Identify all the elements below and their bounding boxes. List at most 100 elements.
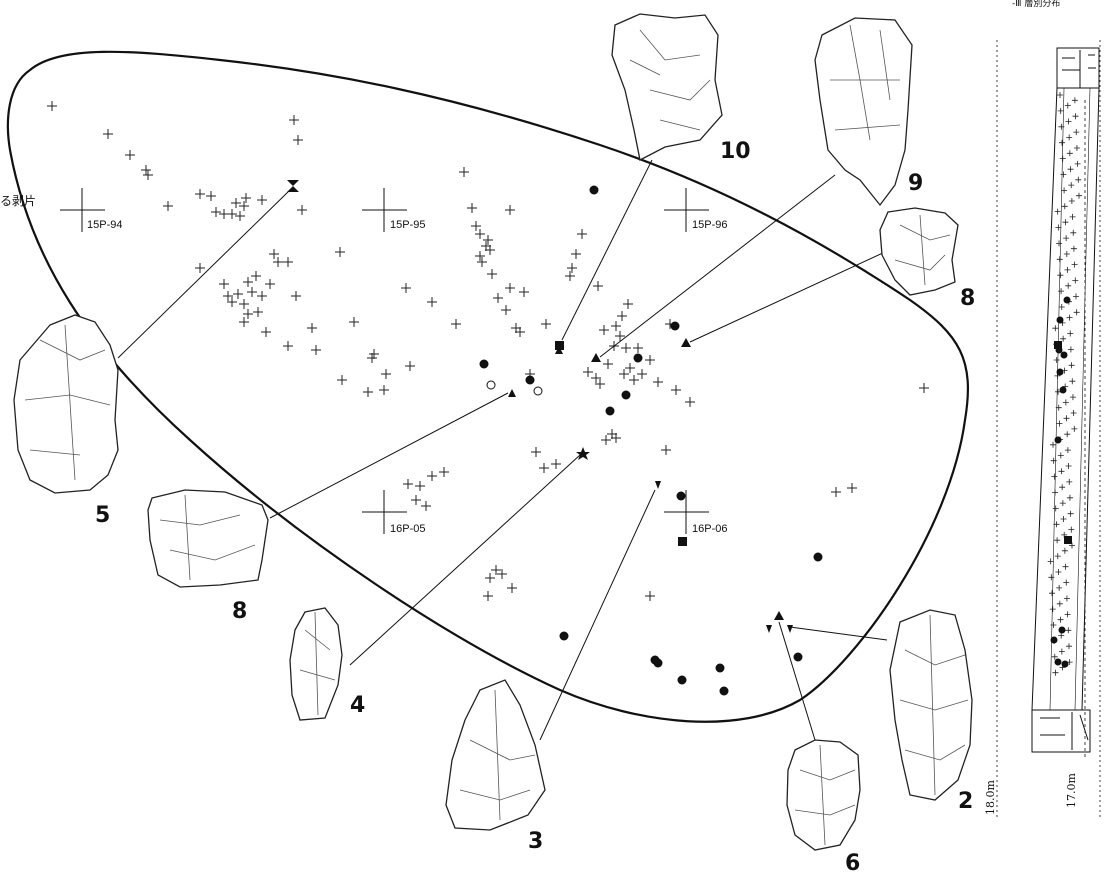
cross-marker: [625, 363, 635, 373]
section-cross-marker: [1063, 251, 1070, 257]
figure-number: 5: [95, 503, 110, 528]
cross-marker: [831, 487, 841, 497]
section-dot-marker: [1054, 658, 1062, 666]
section-profile: 18.0m 17.0m: [984, 40, 1101, 820]
cross-markers: [47, 101, 929, 601]
triangle-marker: [681, 338, 691, 347]
section-square-marker: [1054, 341, 1062, 349]
section-cross-marker: [1054, 553, 1061, 560]
section-cross-marker: [1056, 584, 1063, 591]
dot-marker: [677, 675, 687, 685]
section-cross-marker: [1067, 346, 1074, 353]
section-cross-marker: [1065, 463, 1072, 469]
cross-marker: [645, 355, 655, 365]
cross-marker: [601, 435, 611, 445]
leader-lines: [117, 159, 888, 741]
grid-cross-15p-94: [60, 188, 105, 232]
cross-marker: [565, 271, 575, 281]
section-cross-marker: [1054, 208, 1061, 215]
left-label: る剥片: [0, 194, 36, 208]
grid-cross-15p-96: [664, 188, 709, 232]
section-cross-marker: [1063, 415, 1070, 422]
cross-marker: [551, 459, 561, 469]
section-cross-marker: [1052, 325, 1059, 332]
section-cross-marker: [1074, 160, 1081, 167]
dot-marker: [621, 390, 631, 400]
cross-marker: [261, 327, 271, 337]
section-cross-marker: [1050, 622, 1057, 628]
dot-marker: [719, 686, 729, 696]
dot-marker: [676, 491, 686, 501]
stone-tool-4: [289, 607, 343, 721]
dot-marker: [605, 406, 615, 416]
cross-marker: [637, 369, 647, 379]
section-cross-marker: [1070, 410, 1077, 416]
section-cross-marker: [1065, 118, 1072, 125]
section-dot-marker: [1060, 351, 1068, 359]
section-cross-marker: [1065, 627, 1072, 634]
arrowhead-marker: [655, 481, 661, 489]
figure-number: 10: [720, 139, 751, 164]
section-dot-marker: [1058, 626, 1066, 634]
section-dot-marker: [1059, 386, 1067, 394]
cross-marker: [405, 361, 415, 371]
figure-numbers: 10 9 8 5 8 8 4 3 6 2: [95, 139, 975, 876]
section-cross-marker: [1056, 420, 1063, 427]
section-cross-marker: [1060, 171, 1067, 178]
cross-marker: [611, 321, 621, 331]
cross-marker: [661, 445, 671, 455]
hourglass-marker: [287, 180, 299, 192]
cross-marker: [103, 129, 113, 139]
section-cross-marker: [1060, 335, 1067, 342]
section-cross-marker: [1049, 606, 1056, 613]
cross-marker: [541, 319, 551, 329]
section-cross-marker: [1075, 192, 1082, 199]
section-cross-marker: [1057, 616, 1064, 623]
cross-marker: [603, 359, 613, 369]
cross-marker: [367, 353, 377, 363]
stone-tool-9: [814, 17, 913, 207]
cross-marker: [629, 375, 639, 385]
cross-marker: [583, 367, 593, 377]
cross-marker: [219, 279, 229, 289]
cross-marker: [483, 235, 493, 245]
figure-number: 2: [958, 789, 973, 814]
stone-tool-drawings: [13, 13, 973, 851]
section-cross-marker: [1056, 600, 1063, 607]
cross-marker: [195, 263, 205, 273]
cross-marker: [253, 307, 263, 317]
section-cross-marker: [1063, 579, 1070, 586]
section-cross-marker: [1052, 489, 1059, 496]
cross-marker: [273, 257, 283, 267]
cross-marker: [257, 195, 267, 205]
section-cross-marker: [1066, 150, 1073, 157]
grid-label-15p-94: 15P-94: [87, 219, 122, 231]
section-dot-marker: [1063, 296, 1071, 304]
section-cross-marker: [1067, 330, 1074, 337]
section-cross-marker: [1052, 669, 1059, 676]
cross-marker: [615, 331, 625, 341]
cross-marker: [235, 211, 245, 221]
cross-marker: [269, 249, 279, 259]
cross-marker: [337, 375, 347, 385]
cross-marker: [239, 299, 249, 309]
cross-marker: [497, 569, 507, 579]
section-cross-marker: [1064, 431, 1071, 438]
section-cross-marker: [1057, 272, 1064, 279]
figure-number: 6: [845, 851, 860, 876]
cross-marker: [143, 170, 153, 180]
cross-marker: [401, 283, 411, 293]
cross-marker: [653, 377, 663, 387]
section-cross-marker: [1067, 166, 1074, 173]
cross-marker: [47, 101, 57, 111]
cross-marker: [233, 289, 243, 299]
cross-marker: [617, 311, 627, 321]
grid-cross-16p-06: [664, 490, 709, 534]
stone-tool-2: [889, 609, 973, 801]
dot-marker: [653, 658, 663, 668]
elevation-label-left: 18.0m: [984, 780, 997, 815]
grid-cross-15p-95: [362, 188, 407, 232]
section-cross-marker: [1071, 261, 1078, 268]
section-cross-marker: [1051, 473, 1058, 480]
